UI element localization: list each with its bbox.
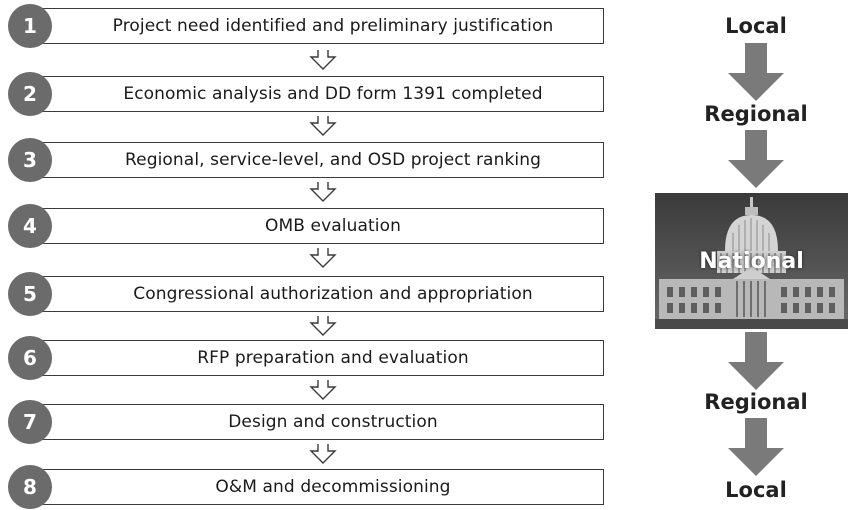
step-2-number-badge: 2 [8,72,52,116]
level-regional-top: Regional [704,102,808,126]
step-7-label: Design and construction [228,412,438,432]
down-arrow-icon [728,43,784,101]
step-7: Design and construction 7 [0,400,606,444]
hollow-down-arrow-icon [309,116,337,136]
hollow-down-arrow-icon [309,316,337,336]
step-5: Congressional authorization and appropri… [0,272,606,316]
step-3-number-badge: 3 [8,138,52,182]
hollow-down-arrow-icon [309,50,337,70]
step-1-number-badge: 1 [8,4,52,48]
step-3-box: Regional, service-level, and OSD project… [32,142,604,178]
step-3-label: Regional, service-level, and OSD project… [125,150,541,170]
step-7-number-badge: 7 [8,400,52,444]
level-local-bottom: Local [725,478,787,502]
down-arrow-icon [728,130,784,188]
step-6-box: RFP preparation and evaluation [32,340,604,376]
level-local-top: Local [725,14,787,38]
hollow-down-arrow-icon [309,248,337,268]
step-8-label: O&M and decommissioning [215,477,451,497]
step-4: OMB evaluation 4 [0,204,606,248]
hollow-down-arrow-icon [309,444,337,464]
level-regional-bottom: Regional [704,390,808,414]
step-5-label: Congressional authorization and appropri… [133,284,533,304]
step-2-box: Economic analysis and DD form 1391 compl… [32,76,604,112]
capitol-building-image: National [655,193,848,329]
step-8: O&M and decommissioning 8 [0,465,606,509]
step-1-label: Project need identified and preliminary … [112,16,554,36]
hollow-down-arrow-icon [309,182,337,202]
step-2: Economic analysis and DD form 1391 compl… [0,72,606,116]
step-8-box: O&M and decommissioning [32,469,604,505]
step-6-label: RFP preparation and evaluation [197,348,469,368]
step-6: RFP preparation and evaluation 6 [0,336,606,380]
down-arrow-icon [728,332,784,390]
step-6-number-badge: 6 [8,336,52,380]
step-8-number-badge: 8 [8,465,52,509]
step-2-label: Economic analysis and DD form 1391 compl… [123,84,543,104]
step-5-number-badge: 5 [8,272,52,316]
step-4-number-badge: 4 [8,204,52,248]
step-3: Regional, service-level, and OSD project… [0,138,606,182]
step-1-box: Project need identified and preliminary … [32,8,604,44]
level-national: National [699,249,804,274]
step-4-box: OMB evaluation [32,208,604,244]
down-arrow-icon [728,418,784,476]
step-7-box: Design and construction [32,404,604,440]
capitol-icon [655,193,848,329]
hollow-down-arrow-icon [309,380,337,400]
step-1: Project need identified and preliminary … [0,4,606,48]
step-5-box: Congressional authorization and appropri… [32,276,604,312]
step-4-label: OMB evaluation [265,216,401,236]
